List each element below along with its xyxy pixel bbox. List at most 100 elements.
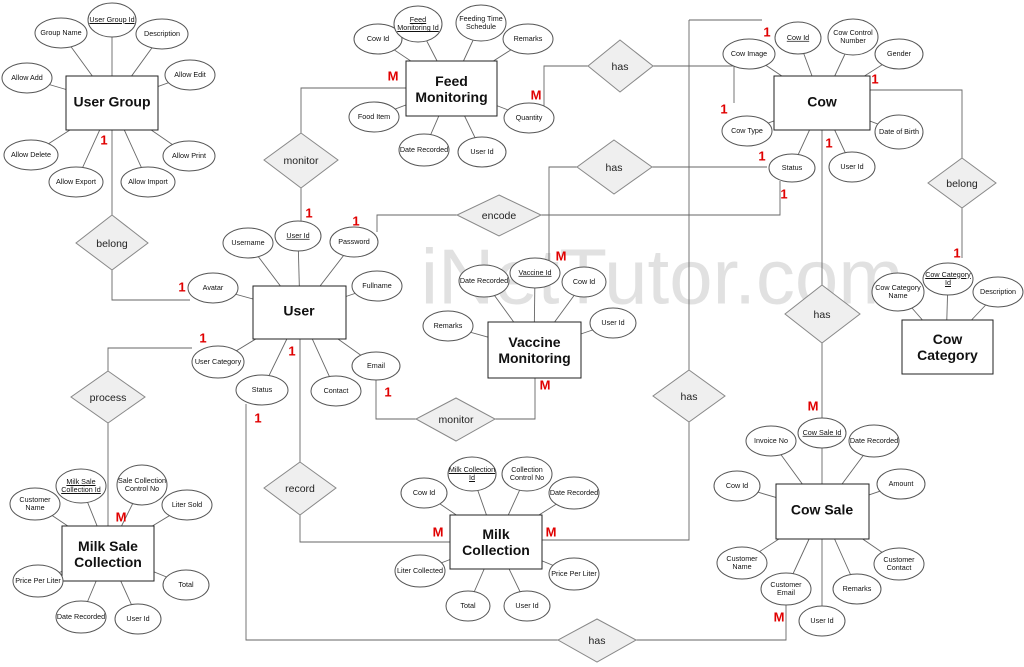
attribute-cs-cow-id: Cow Id bbox=[713, 470, 761, 502]
attribute-user-status: Status bbox=[235, 374, 289, 406]
svg-text:User Id: User Id bbox=[470, 147, 493, 156]
attribute-ug-description: Description bbox=[135, 18, 189, 50]
svg-text:belong: belong bbox=[946, 178, 978, 190]
cardinality-label: 1 bbox=[254, 410, 261, 425]
svg-text:Allow Export: Allow Export bbox=[56, 177, 96, 186]
relationship-has-cow-sale[interactable]: has bbox=[784, 284, 861, 344]
entity-cow-label: Cow bbox=[807, 94, 837, 110]
cardinality-label: 1 bbox=[780, 186, 787, 201]
entity-milk-sale-collection[interactable]: Milk Sale Collection bbox=[61, 525, 155, 582]
relationship-monitor-vaccine[interactable]: monitor bbox=[414, 397, 497, 442]
relationship-belong-group[interactable]: belong bbox=[75, 214, 149, 271]
relationship-has-user-sale[interactable]: has bbox=[556, 618, 638, 663]
attribute-user-id: User Id bbox=[274, 220, 322, 252]
entity-vaccine-monitoring[interactable]: Vaccine Monitoring bbox=[487, 321, 582, 379]
attribute-cs-user-id: User Id bbox=[798, 605, 846, 637]
entity-user[interactable]: User bbox=[252, 285, 347, 340]
entity-milk-collection[interactable]: Milk Collection bbox=[449, 514, 543, 570]
svg-text:Allow Import: Allow Import bbox=[128, 177, 168, 186]
cardinality-label: 1 bbox=[825, 135, 832, 150]
entity-cow-sale-label: Cow Sale bbox=[791, 502, 853, 518]
attribute-cs-customer-name: Customer Name bbox=[716, 546, 768, 580]
attribute-username: Username bbox=[222, 227, 274, 259]
svg-text:Remarks: Remarks bbox=[514, 34, 543, 43]
attribute-amount: Amount bbox=[876, 468, 926, 500]
attribute-feeding-time-schedule: Feeding Time Schedule bbox=[455, 4, 507, 42]
attribute-cow-category-id: Cow Category Id bbox=[922, 262, 974, 296]
svg-text:User Id: User Id bbox=[810, 616, 833, 625]
cardinality-label: M bbox=[808, 398, 819, 413]
svg-text:User Id: User Id bbox=[286, 231, 309, 240]
svg-text:Group Name: Group Name bbox=[40, 28, 81, 37]
svg-text:User Id: User Id bbox=[840, 162, 863, 171]
cardinality-label: 1 bbox=[178, 279, 185, 294]
attribute-mc-user-id: User Id bbox=[503, 590, 551, 622]
attribute-mc-cow-id: Cow Id bbox=[400, 477, 448, 509]
svg-text:Allow Edit: Allow Edit bbox=[174, 70, 206, 79]
attribute-cow-image: Cow Image bbox=[722, 38, 776, 70]
svg-text:has: has bbox=[589, 635, 606, 647]
attribute-cc-description: Description bbox=[972, 276, 1024, 308]
cardinality-label: 1 bbox=[199, 330, 206, 345]
relationship-has-milk-cow[interactable]: has bbox=[652, 369, 726, 423]
cardinality-label: 1 bbox=[953, 245, 960, 260]
attribute-milk-collection-id: Milk Collection Id bbox=[447, 456, 497, 492]
relationship-monitor-feed[interactable]: monitor bbox=[263, 132, 339, 189]
attribute-contact: Contact bbox=[310, 375, 362, 407]
svg-text:encode: encode bbox=[482, 210, 517, 222]
attribute-user-category: User Category bbox=[191, 345, 245, 379]
attribute-email: Email bbox=[351, 351, 401, 381]
attribute-cs-date-recorded: Date Recorded bbox=[848, 424, 900, 458]
entity-feed-monitoring[interactable]: Feed Monitoring bbox=[405, 60, 498, 117]
attribute-vm-cow-id: Cow Id bbox=[561, 266, 607, 298]
entity-feed-monitoring-label: Feed Monitoring bbox=[415, 72, 488, 105]
entity-cow-category[interactable]: Cow Category bbox=[901, 319, 994, 375]
cardinality-label: 1 bbox=[384, 384, 391, 399]
attribute-allow-export: Allow Export bbox=[48, 166, 104, 198]
cardinality-label: M bbox=[546, 524, 557, 539]
svg-text:Gender: Gender bbox=[887, 49, 912, 58]
entity-user-group[interactable]: User Group bbox=[65, 75, 159, 131]
attribute-fullname: Fullname bbox=[351, 270, 403, 302]
attribute-liter-sold: Liter Sold bbox=[161, 489, 213, 521]
cardinality-label: M bbox=[116, 509, 127, 524]
attribute-msc-date-recorded: Date Recorded bbox=[55, 600, 107, 634]
cardinality-label: M bbox=[556, 248, 567, 263]
attribute-fm-user-id: User Id bbox=[457, 136, 507, 168]
svg-text:monitor: monitor bbox=[283, 155, 319, 167]
entity-milk-sale-collection-label: Milk Sale Collection bbox=[74, 537, 142, 570]
svg-text:Description: Description bbox=[980, 287, 1016, 296]
entity-cow[interactable]: Cow bbox=[773, 75, 871, 131]
svg-text:process: process bbox=[90, 392, 127, 404]
attribute-fm-remarks: Remarks bbox=[502, 23, 554, 55]
cardinality-label: 1 bbox=[720, 101, 727, 116]
relationship-record[interactable]: record bbox=[263, 461, 337, 516]
svg-text:Password: Password bbox=[338, 237, 370, 246]
attribute-food-item: Food Item bbox=[348, 101, 400, 133]
svg-text:Remarks: Remarks bbox=[843, 584, 872, 593]
attribute-cow-control-number: Cow Control Number bbox=[827, 18, 879, 56]
attribute-mc-total: Total bbox=[445, 590, 491, 622]
attribute-group-name: Group Name bbox=[34, 17, 88, 49]
relationship-has-feed-cow[interactable]: has bbox=[587, 39, 654, 93]
attribute-allow-edit: Allow Edit bbox=[164, 59, 216, 91]
svg-text:User Id: User Id bbox=[601, 318, 624, 327]
svg-text:Liter Sold: Liter Sold bbox=[172, 500, 202, 509]
attribute-password: Password bbox=[329, 226, 379, 258]
attribute-cow-id: Cow Id bbox=[774, 21, 822, 55]
entity-cow-sale[interactable]: Cow Sale bbox=[775, 483, 870, 540]
svg-text:Quantity: Quantity bbox=[516, 113, 543, 122]
relationship-belong-category[interactable]: belong bbox=[927, 157, 997, 209]
relationship-process[interactable]: process bbox=[70, 370, 146, 424]
svg-text:Allow Add: Allow Add bbox=[11, 73, 43, 82]
attribute-msc-customer-name: Customer Name bbox=[9, 487, 61, 521]
relationship-has-vaccine-cow[interactable]: has bbox=[576, 139, 653, 195]
svg-text:Remarks: Remarks bbox=[434, 321, 463, 330]
svg-text:Total: Total bbox=[178, 580, 194, 589]
cardinality-label: 1 bbox=[352, 213, 359, 228]
svg-text:Vaccine Id: Vaccine Id bbox=[518, 268, 551, 277]
svg-text:Cow Id: Cow Id bbox=[726, 481, 748, 490]
relationship-encode[interactable]: encode bbox=[455, 194, 543, 237]
attribute-fm-cow-id: Cow Id bbox=[353, 23, 403, 55]
